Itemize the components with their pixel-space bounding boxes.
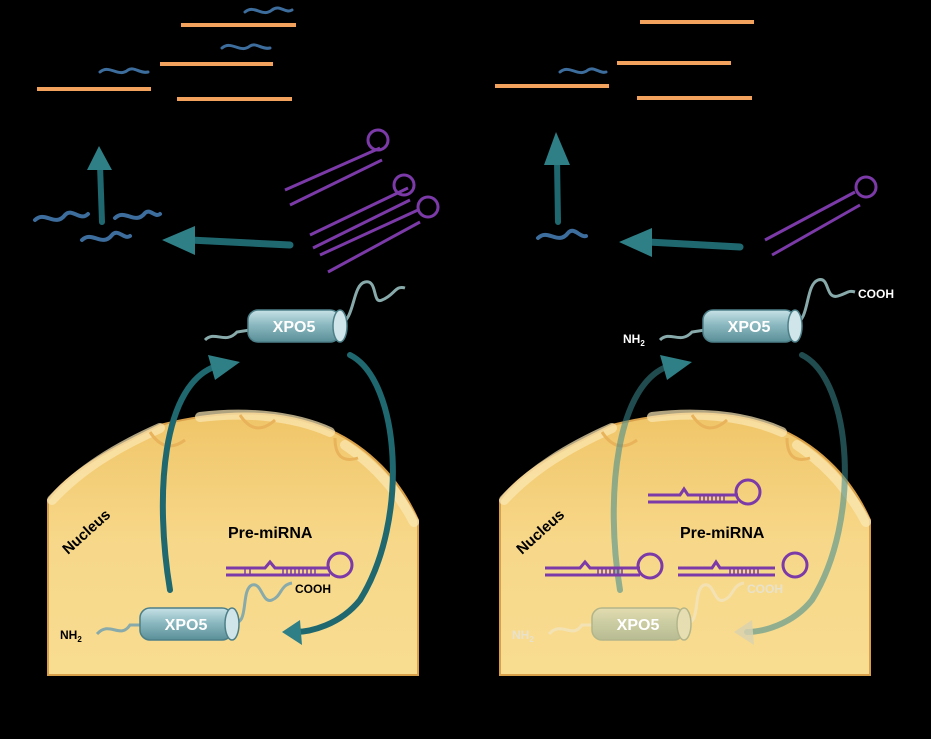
premirna-label: Pre-miRNA: [228, 525, 313, 542]
targeting-arrow: [97, 162, 105, 225]
cooh-label: COOH: [858, 287, 894, 301]
right-panel: Nucleus Pre-miRNA XPO5 NH2: [495, 20, 894, 676]
left-nucleus: Nucleus: [47, 409, 419, 676]
targeting-arrow: [554, 157, 561, 225]
left-xpo5-nuclear: XPO5 NH2 COOH: [60, 581, 331, 644]
left-mirnas: [33, 209, 162, 242]
left-mrna-targets: [37, 23, 296, 101]
right-mrna-targets: [495, 20, 754, 100]
cooh-label: COOH: [295, 582, 331, 596]
right-xpo5-cytoplasmic: XPO5 NH2 COOH: [623, 278, 894, 348]
xpo5-label: XPO5: [165, 617, 208, 634]
left-panel: Nucleus XPO5 NH2 COOH Pre-miRNA: [33, 6, 440, 676]
xpo5-label: XPO5: [617, 617, 660, 634]
right-nuclear-premirnas: Pre-miRNA: [545, 478, 809, 580]
nh2-label: NH2: [623, 332, 645, 348]
processing-arrow: [186, 236, 294, 249]
right-nucleus: Nucleus: [499, 409, 871, 676]
left-xpo5-cytoplasmic: XPO5: [203, 280, 406, 343]
left-premirna: Pre-miRNA: [226, 525, 354, 579]
left-bound-mirnas: [98, 6, 294, 75]
right-cyto-premirna: [764, 175, 878, 257]
right-mirna: [536, 228, 588, 240]
xpo5-label: XPO5: [728, 319, 771, 336]
nh2-label: NH2: [60, 628, 82, 644]
cooh-label: COOH: [747, 582, 783, 596]
left-cyto-premirnas: [284, 128, 440, 274]
xpo5-label: XPO5: [273, 319, 316, 336]
premirna-label: Pre-miRNA: [680, 525, 765, 542]
impaired-export-arrow: [610, 362, 675, 593]
right-xpo5-nuclear: [547, 581, 745, 641]
right-bound-mirna: [558, 67, 608, 75]
nh2-label: NH2: [512, 628, 534, 644]
impaired-recycle-arrow: [744, 352, 848, 635]
processing-arrow: [644, 238, 744, 251]
recycle-arrow: [292, 352, 396, 635]
export-arrow: [159, 362, 223, 593]
